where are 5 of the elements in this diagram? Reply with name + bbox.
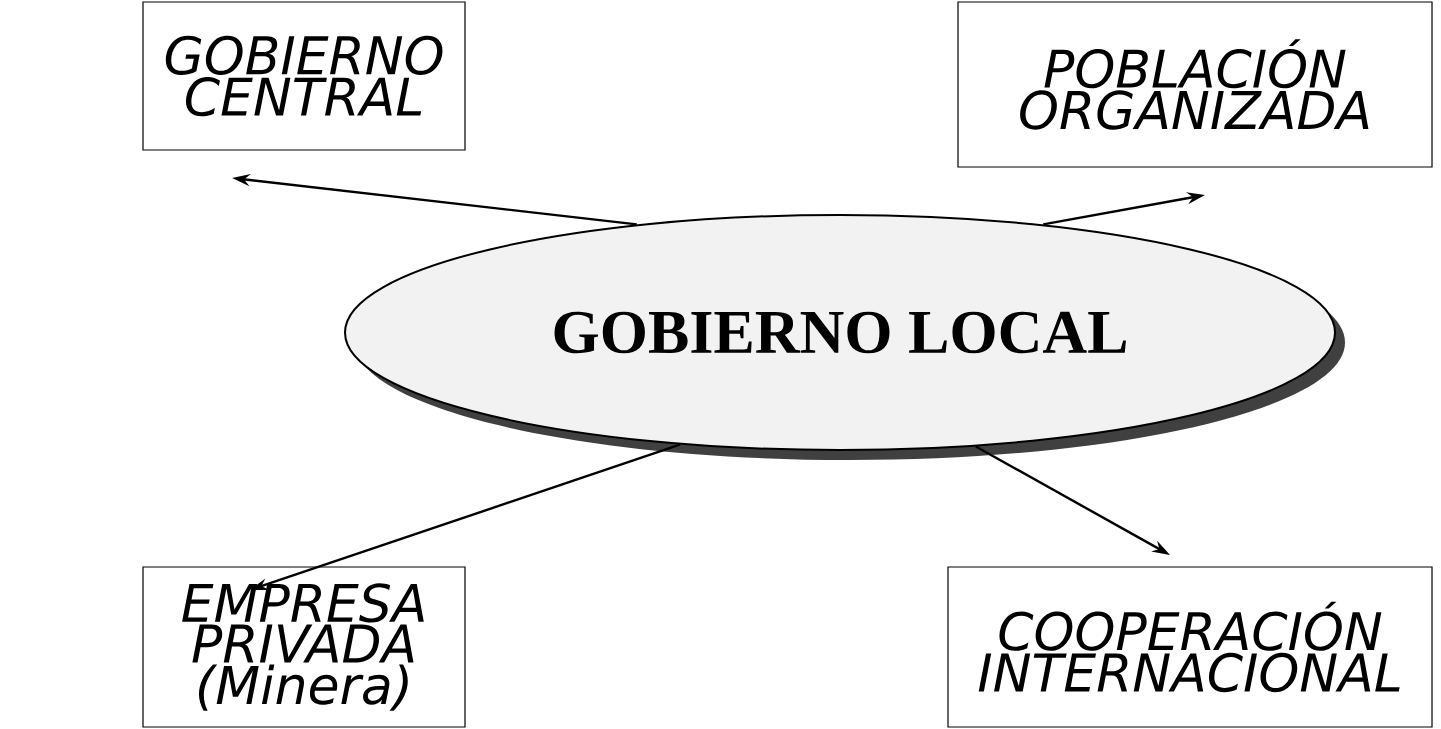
ellipse-node: GOBIERNO LOCAL [344,214,1345,460]
text-box: COOPERACIÓN INTERNACIONAL [947,566,1433,728]
text-box: EMPRESA PRIVADA (Minera) [142,566,466,728]
text-box: POBLACIÓN ORGANIZADA [957,1,1433,168]
text-box: GOBIERNO CENTRAL [142,1,466,151]
